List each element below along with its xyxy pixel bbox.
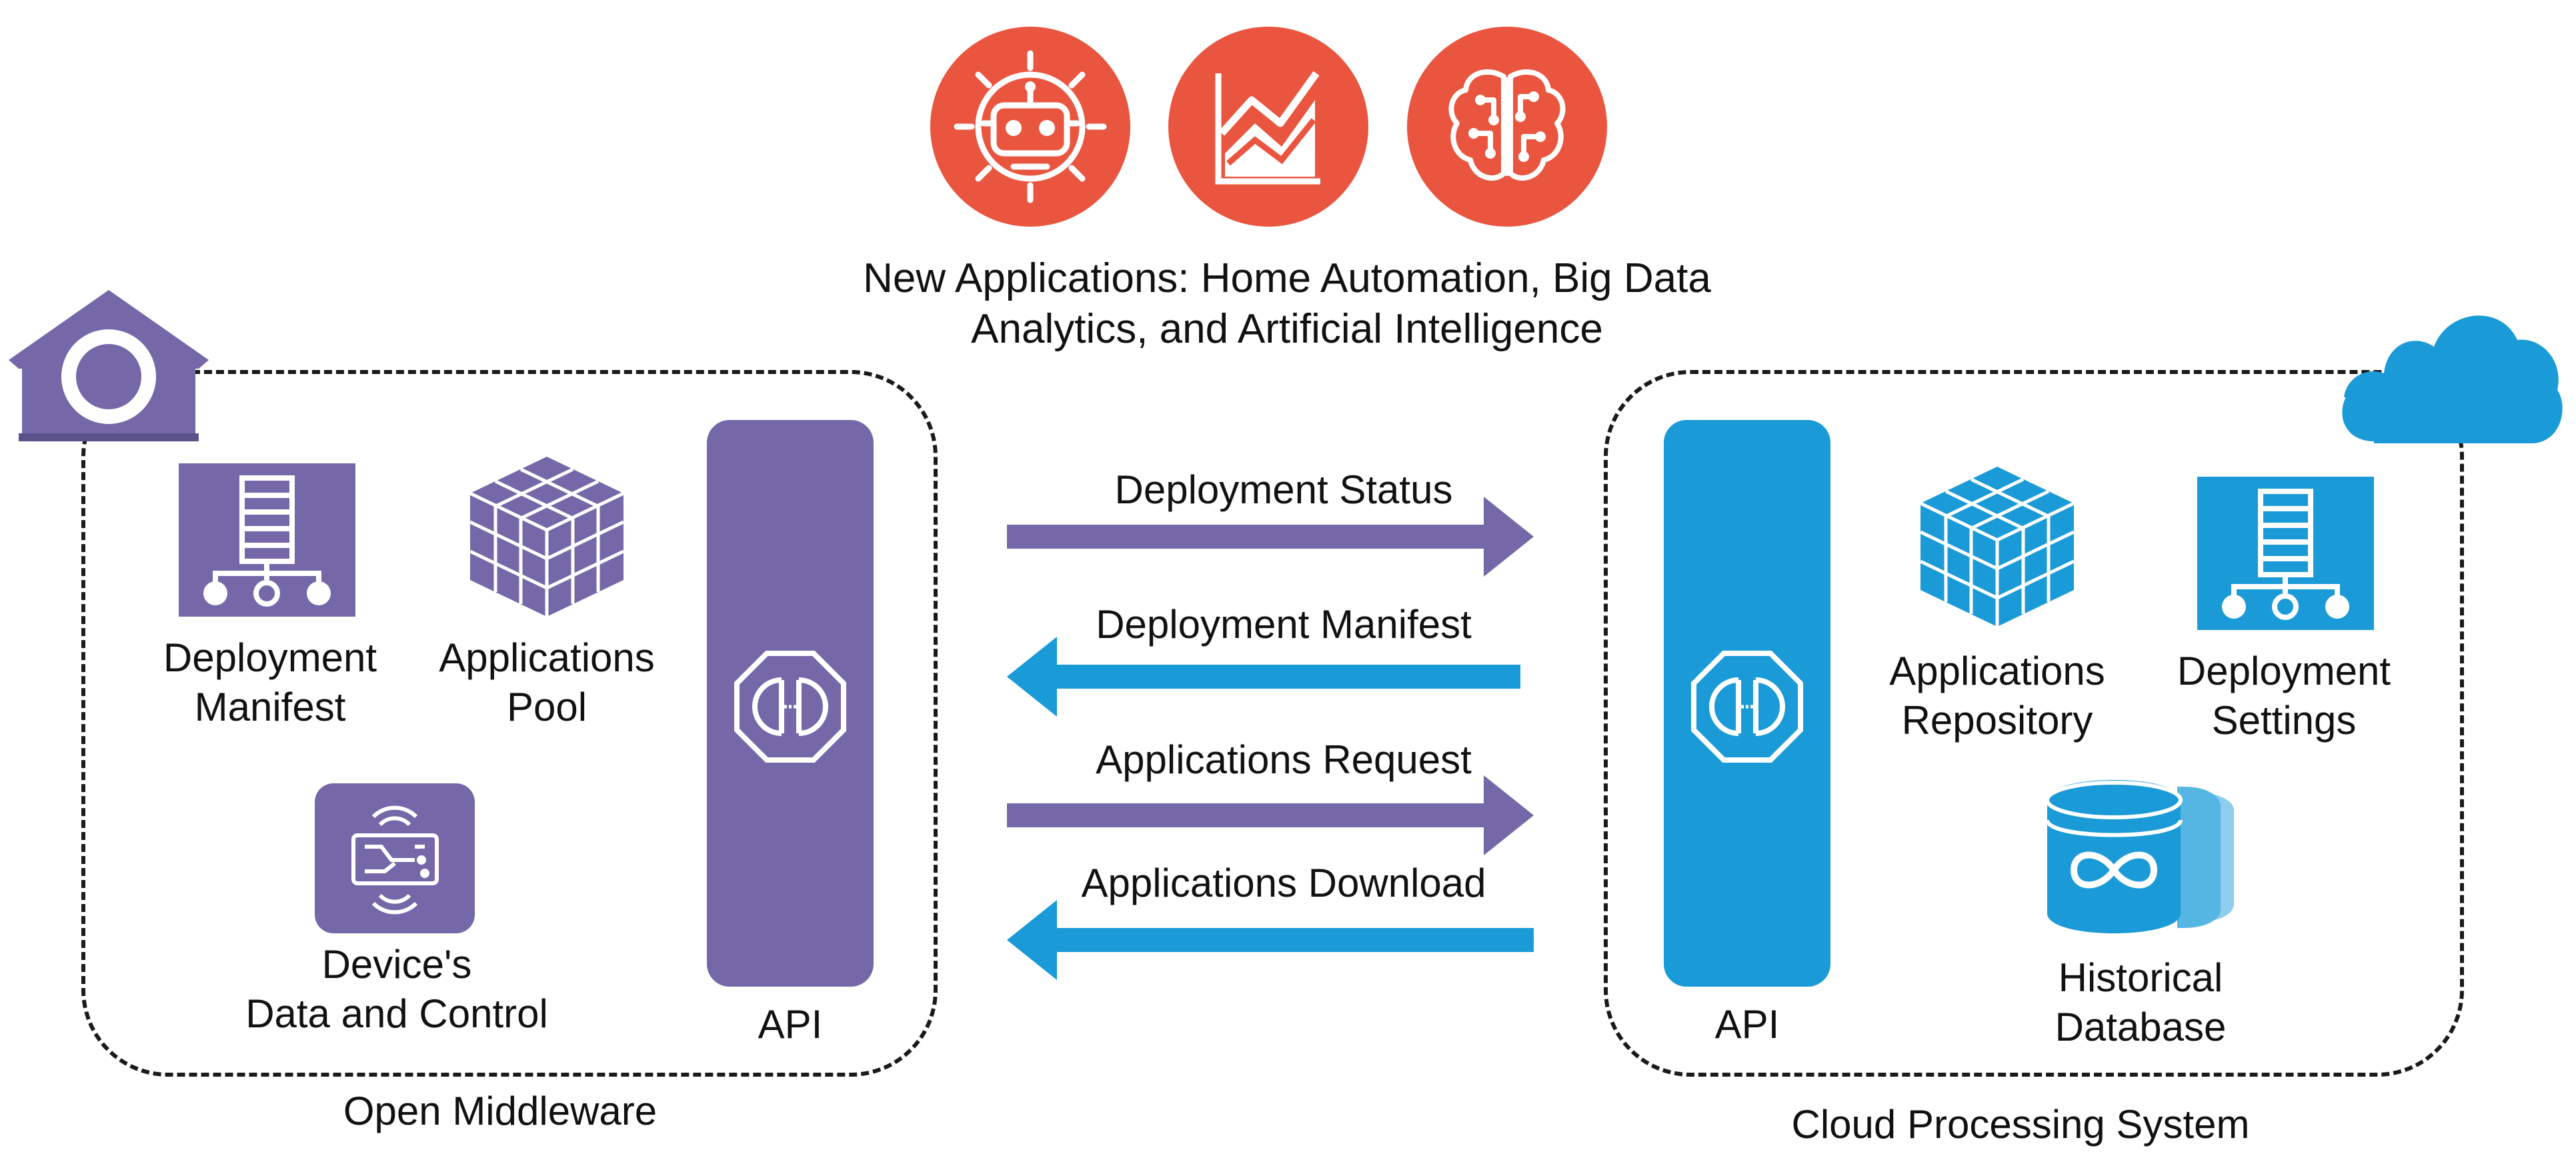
arrow-label-deployment-manifest: Deployment Manifest [1096,602,1472,647]
title-line-2: Analytics, and Artificial Intelligence [971,306,1603,352]
cloud-processing-region [1604,370,2464,1077]
robot-icon [930,27,1130,227]
arrow-deployment-manifest [1007,637,1520,717]
left-api-icon [734,650,847,763]
applications-pool-icon [467,453,627,620]
brain-circuit-icon [1407,27,1607,227]
historical-database-icon [2045,773,2234,940]
right-api-label: API [1714,1002,1780,1047]
device-icon [315,783,475,933]
arrow-applications-download [1007,900,1534,980]
arrow-label-deployment-status: Deployment Status [1114,467,1453,512]
open-middleware-label: Open Middleware [343,1089,658,1133]
right-api-icon [1690,650,1804,763]
applications-repository-icon [1917,463,2077,630]
open-middleware-region [81,370,938,1077]
arrow-label-applications-download: Applications Download [1081,861,1486,905]
arrow-deployment-status [1007,497,1534,577]
diagram-title: New Applications: Home Automation, Big D… [747,253,1827,355]
arrow-applications-request [1007,775,1534,855]
deployment-manifest-icon [179,463,355,617]
cloud-icon [2334,297,2567,447]
home-icon [5,283,212,443]
chart-icon [1168,27,1368,227]
title-line-1: New Applications: Home Automation, Big D… [863,255,1711,301]
left-api-label: API [758,1002,823,1047]
arrow-label-applications-request: Applications Request [1096,737,1472,782]
cloud-processing-label: Cloud Processing System [1791,1102,2250,1147]
deployment-settings-icon [2197,477,2374,630]
